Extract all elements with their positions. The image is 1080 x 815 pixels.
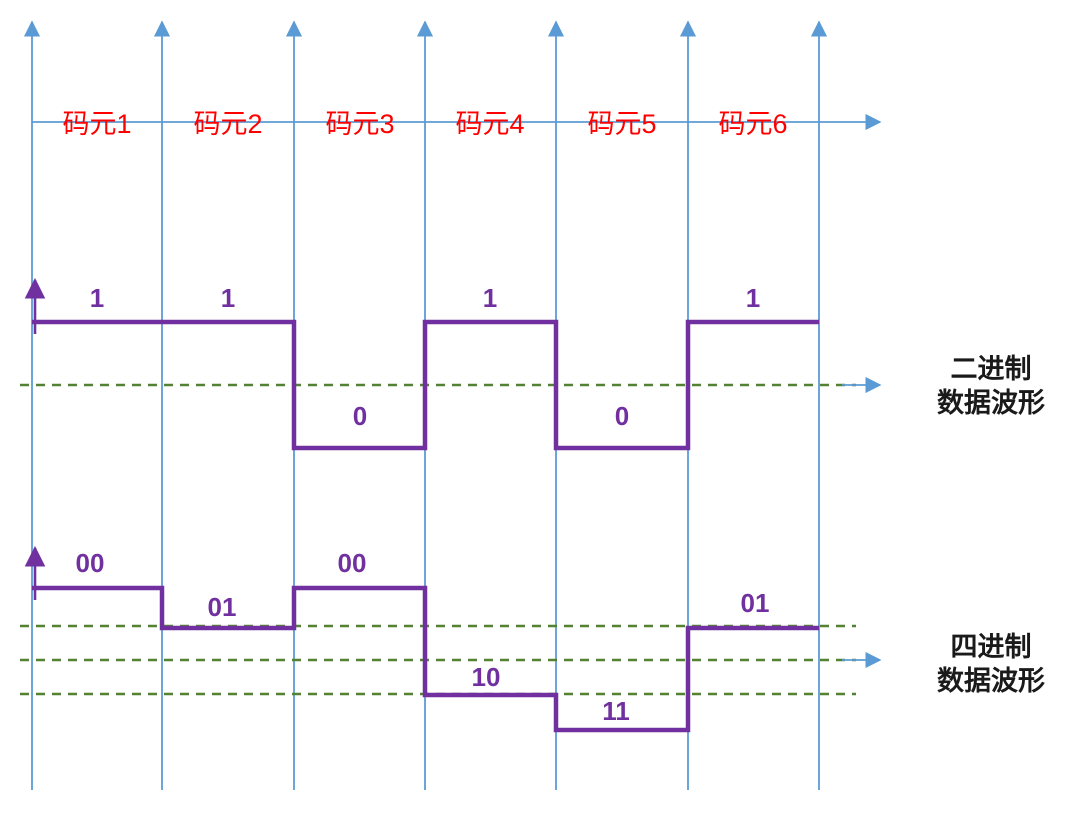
quaternary-wave-title-line1: 四进制 — [950, 632, 1032, 662]
symbol-label: 码元1 — [62, 109, 132, 139]
quaternary-waveform — [32, 585, 819, 733]
quaternary-pair-label: 00 — [337, 548, 367, 578]
quaternary-pair-label: 01 — [740, 588, 770, 618]
symbol-label: 码元4 — [455, 109, 525, 139]
symbol-label: 码元6 — [718, 109, 788, 139]
quaternary-wave-title: 四进制 数据波形 — [905, 630, 1077, 698]
binary-wave-title: 二进制 数据波形 — [905, 352, 1077, 420]
binary-bit-label: 0 — [614, 401, 630, 431]
binary-wave-title-line2: 数据波形 — [937, 388, 1045, 418]
binary-bit-label: 1 — [220, 283, 236, 313]
symbol-label: 码元5 — [587, 109, 657, 139]
quaternary-pair-label: 01 — [207, 592, 237, 622]
binary-waveform — [32, 319, 819, 451]
binary-bit-label: 0 — [352, 401, 368, 431]
binary-bit-label: 1 — [745, 283, 761, 313]
binary-wave-title-line1: 二进制 — [950, 354, 1032, 384]
binary-bit-label: 1 — [482, 283, 498, 313]
binary-bit-label: 1 — [89, 283, 105, 313]
quaternary-wave-title-line2: 数据波形 — [937, 666, 1045, 696]
quaternary-pair-label: 00 — [75, 548, 105, 578]
symbol-label: 码元3 — [325, 109, 395, 139]
quaternary-pair-label: 10 — [471, 662, 501, 692]
quaternary-pair-label: 11 — [602, 696, 630, 726]
symbol-label: 码元2 — [193, 109, 263, 139]
